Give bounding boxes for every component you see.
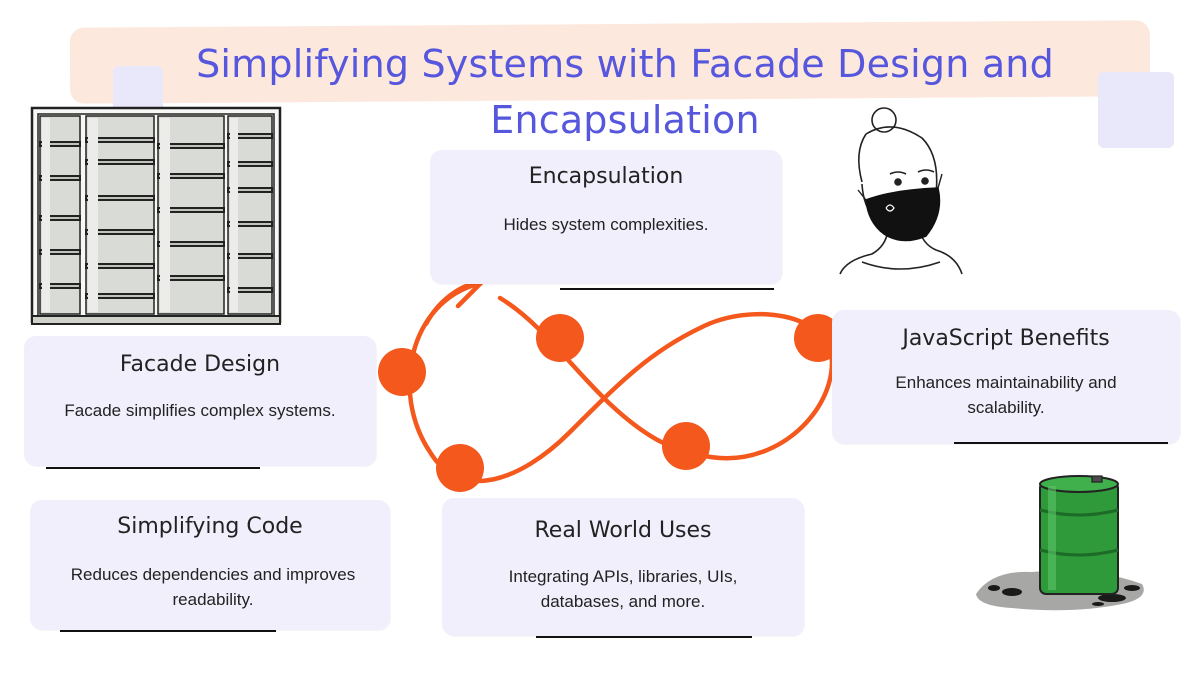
card-encapsulation: Encapsulation Hides system complexities. bbox=[430, 150, 782, 284]
card-javascript-benefits-text: Enhances maintainability and scalability… bbox=[895, 373, 1117, 417]
card-javascript-benefits-title: JavaScript Benefits bbox=[902, 326, 1110, 351]
card-encapsulation-text: Hides system complexities. bbox=[503, 215, 709, 234]
card-simplifying-code-title: Simplifying Code bbox=[117, 514, 303, 539]
infinity-loop-icon bbox=[378, 269, 842, 492]
card-real-world-uses-text: Integrating APIs, libraries, UIs, databa… bbox=[508, 567, 738, 611]
page-title: Simplifying Systems with Facade Design a… bbox=[196, 42, 1054, 142]
accent-square-right bbox=[1098, 72, 1174, 148]
card-encapsulation-underline bbox=[560, 288, 774, 290]
masked-person-illustration bbox=[839, 107, 963, 275]
card-facade-design-title: Facade Design bbox=[119, 352, 281, 377]
card-encapsulation-title: Encapsulation bbox=[528, 164, 684, 189]
card-real-world-uses-underline bbox=[536, 636, 752, 638]
card-facade-design: Facade Design Facade simplifies complex … bbox=[24, 336, 376, 466]
card-javascript-benefits-underline bbox=[954, 442, 1168, 444]
card-facade-design-underline bbox=[46, 467, 260, 469]
card-simplifying-code-text: Reduces dependencies and improves readab… bbox=[70, 565, 356, 609]
card-simplifying-code-underline bbox=[60, 630, 276, 632]
card-real-world-uses-title: Real World Uses bbox=[534, 518, 712, 543]
card-facade-design-text: Facade simplifies complex systems. bbox=[64, 401, 336, 420]
card-real-world-uses: Real World Uses Integrating APIs, librar… bbox=[442, 498, 804, 636]
card-simplifying-code: Simplifying Code Reduces dependencies an… bbox=[30, 500, 390, 630]
bookshelf-illustration bbox=[30, 106, 282, 325]
oil-barrel-illustration bbox=[976, 475, 1144, 611]
card-javascript-benefits: JavaScript Benefits Enhances maintainabi… bbox=[832, 310, 1180, 444]
